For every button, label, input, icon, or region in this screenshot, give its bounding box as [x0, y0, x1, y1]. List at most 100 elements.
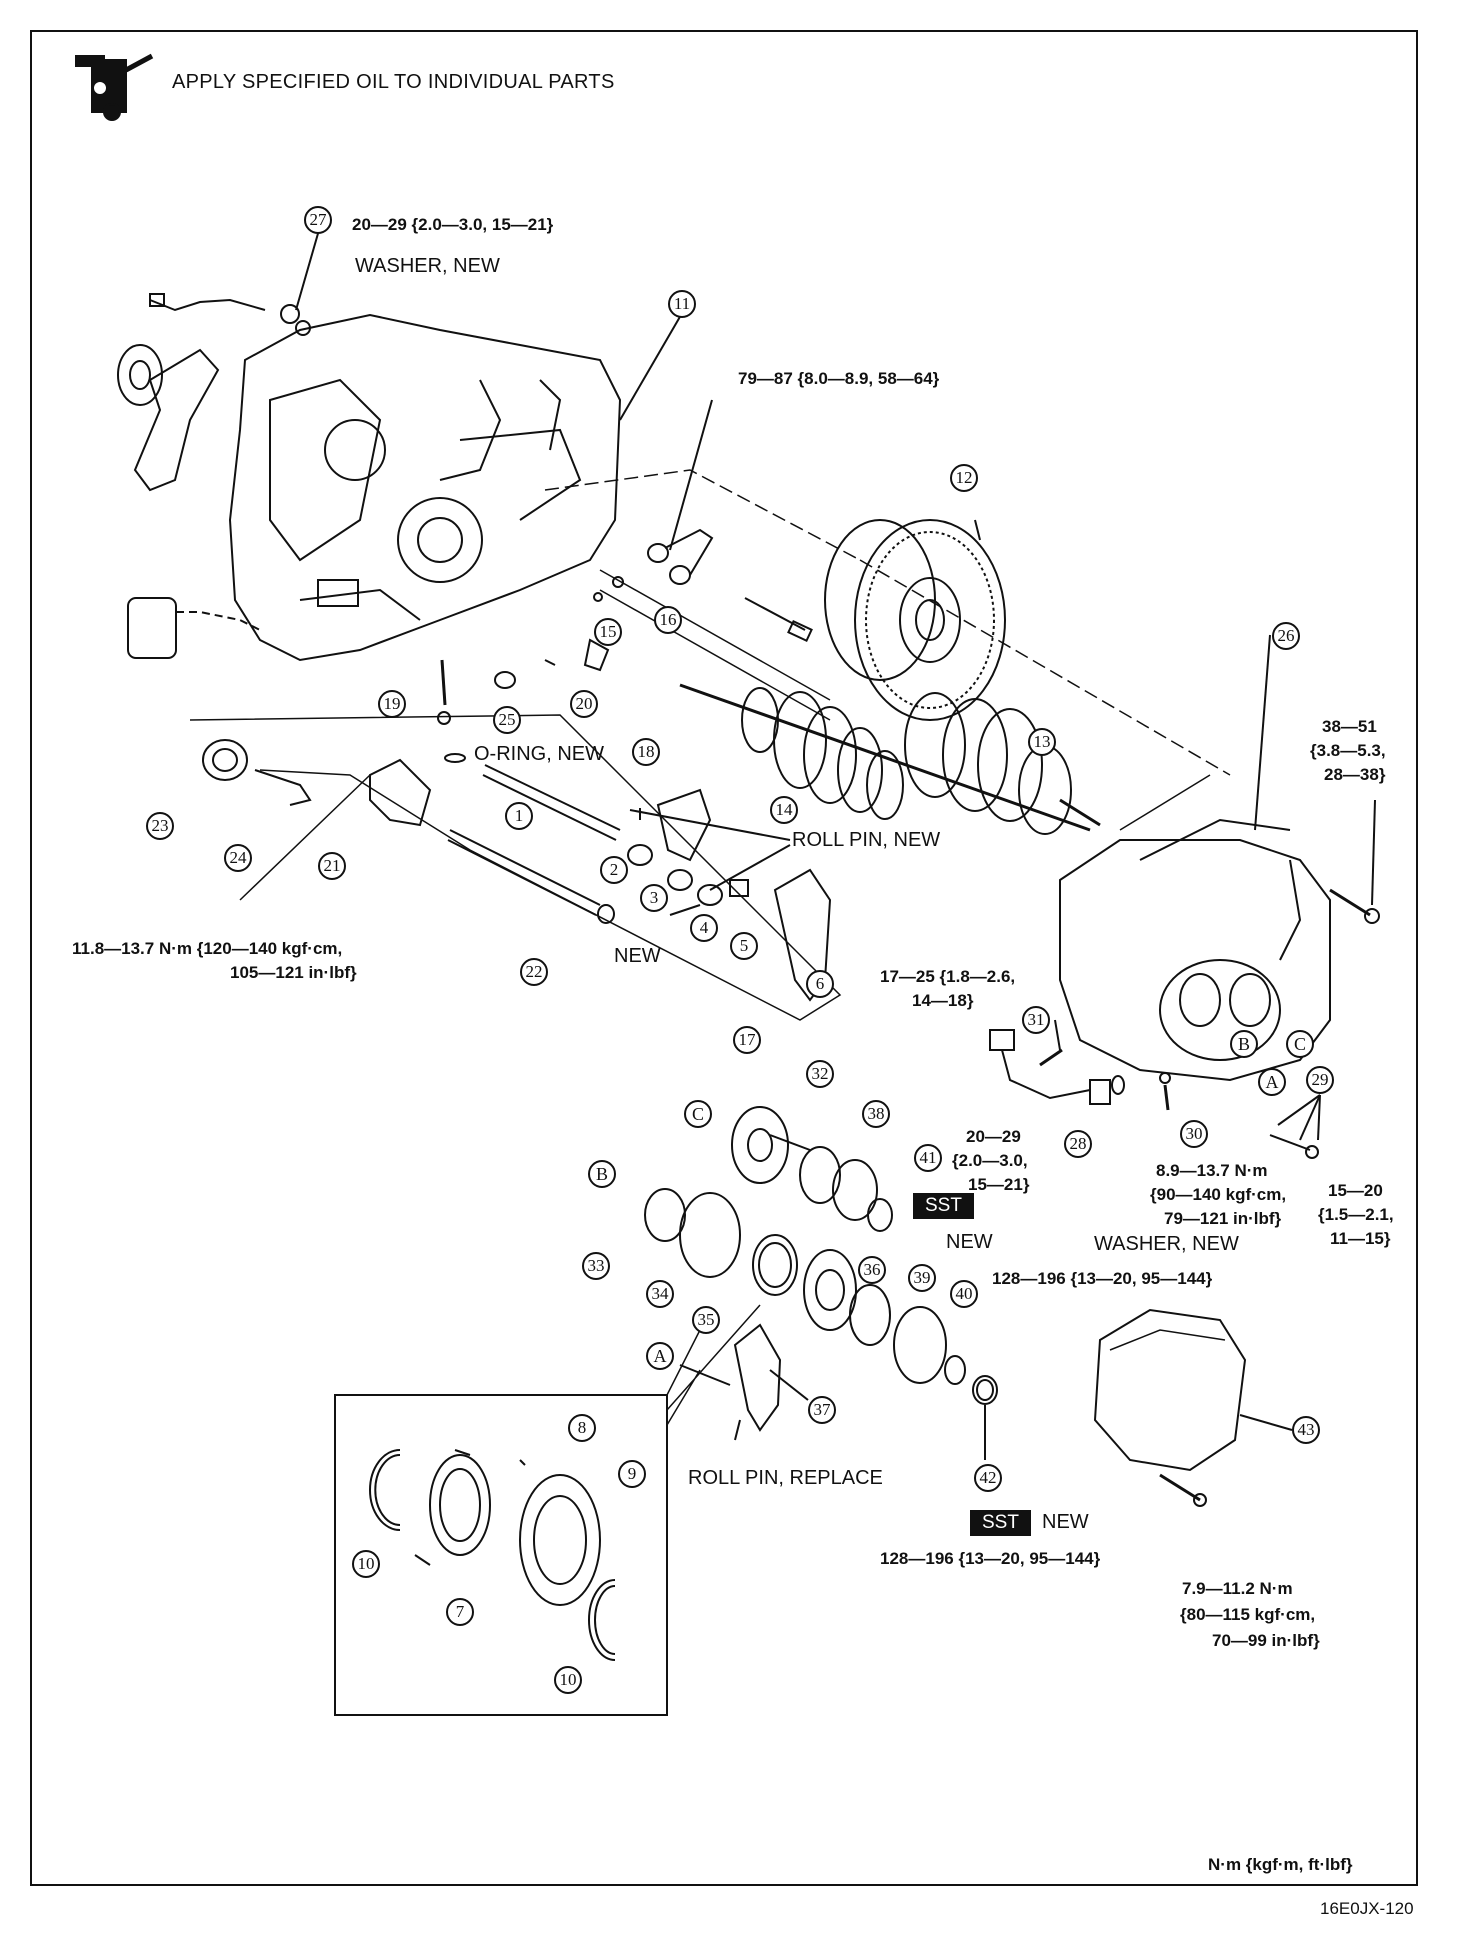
torque-label-41: 128—196 {13—20, 95—144} — [992, 1269, 1213, 1288]
callout-41: 41 — [914, 1144, 942, 1172]
torque-label-21-line2: 105—121 in·lbf} — [230, 963, 357, 982]
clutch-housing — [228, 313, 622, 662]
figure-code: 16E0JX-120 — [1320, 1899, 1414, 1918]
washer-new-label: WASHER, NEW — [355, 255, 500, 277]
callout-35: 35 — [692, 1306, 720, 1334]
callout-A-case: A — [1258, 1068, 1286, 1096]
callout-24: 24 — [224, 844, 252, 872]
torque-label-43-line2: {80—115 kgf·cm, — [1180, 1605, 1316, 1624]
callout-13: 13 — [1028, 728, 1056, 756]
callout-17: 17 — [733, 1026, 761, 1054]
callout-22: 22 — [520, 958, 548, 986]
callout-30: 30 — [1180, 1120, 1208, 1148]
callout-19: 19 — [378, 690, 406, 718]
boot — [127, 597, 177, 659]
shift-rod-lower — [447, 829, 615, 924]
callout-6: 6 — [806, 970, 834, 998]
o-ring-new-label: O-RING, NEW — [474, 743, 604, 765]
callout-3: 3 — [640, 884, 668, 912]
torque-label-27: 20—29 {2.0—3.0, 15—21} — [352, 215, 554, 234]
torque-label-43-line3: 70—99 in·lbf} — [1212, 1631, 1320, 1650]
torque-label-31-line1: 17—25 {1.8—2.6, — [880, 967, 1016, 986]
callout-28: 28 — [1064, 1130, 1092, 1158]
new-label-42: NEW — [1042, 1511, 1089, 1533]
torque-label-28-line1: 20—29 — [966, 1127, 1021, 1146]
callout-C-case: C — [1286, 1030, 1314, 1058]
callout-37: 37 — [808, 1396, 836, 1424]
callout-23: 23 — [146, 812, 174, 840]
callout-10-right: 10 — [554, 1666, 582, 1694]
callout-A-fork: A — [646, 1342, 674, 1370]
torque-label-29-line3: 11—15} — [1330, 1229, 1391, 1248]
sst-badge-42: SST — [970, 1510, 1031, 1536]
torque-label-30-line2: {90—140 kgf·cm, — [1150, 1185, 1287, 1204]
differential-ring-gear — [824, 519, 1006, 721]
callout-40: 40 — [950, 1280, 978, 1308]
callout-9: 9 — [618, 1460, 646, 1488]
units-note: N·m {kgf·m, ft·lbf} — [1208, 1855, 1353, 1874]
end-cover — [1093, 1308, 1247, 1472]
callout-C-gear: C — [684, 1100, 712, 1128]
callout-27: 27 — [304, 206, 332, 234]
callout-31: 31 — [1022, 1006, 1050, 1034]
sst-badge-41: SST — [913, 1193, 974, 1219]
roll-pin-new-label: ROLL PIN, NEW — [792, 829, 941, 851]
torque-label-43-line1: 7.9—11.2 N·m — [1182, 1579, 1293, 1598]
washer-new-label-28: WASHER, NEW — [1094, 1233, 1239, 1255]
torque-label-26-line3: 28—38} — [1324, 765, 1386, 784]
oil-bracket — [647, 399, 813, 642]
callout-43: 43 — [1292, 1416, 1320, 1444]
callout-5: 5 — [730, 932, 758, 960]
torque-label-26-line2: {3.8—5.3, — [1310, 741, 1386, 760]
new-label-22: NEW — [614, 945, 661, 967]
torque-label-21-line1: 11.8—13.7 N·m {120—140 kgf·cm, — [72, 939, 343, 958]
torque-label-42: 128—196 {13—20, 95—144} — [880, 1549, 1101, 1568]
oil-can-icon — [75, 53, 154, 121]
callout-25: 25 — [493, 706, 521, 734]
callout-34: 34 — [646, 1280, 674, 1308]
callout-18: 18 — [632, 738, 660, 766]
callout-B-gear: B — [588, 1160, 616, 1188]
callout-42: 42 — [974, 1464, 1002, 1492]
synchronizer-inset — [334, 1304, 761, 1716]
torque-label-29-line1: 15—20 — [1328, 1181, 1383, 1200]
callout-36: 36 — [858, 1256, 886, 1284]
torque-label-bracket: 79—87 {8.0—8.9, 58—64} — [738, 369, 940, 388]
roll-pin-replace-label: ROLL PIN, REPLACE — [688, 1467, 883, 1489]
torque-label-26-line1: 38—51 — [1322, 717, 1377, 736]
lower-gear-train — [644, 1106, 998, 1405]
sensor-wire — [149, 298, 266, 312]
callout-8: 8 — [568, 1414, 596, 1442]
callout-38: 38 — [862, 1100, 890, 1128]
release-fork — [117, 344, 220, 492]
callout-10-left: 10 — [352, 1550, 380, 1578]
callout-29: 29 — [1306, 1066, 1334, 1094]
shift-fork-upper — [656, 788, 712, 862]
shift-fork-37 — [733, 1323, 782, 1432]
callout-16: 16 — [654, 606, 682, 634]
callout-2: 2 — [600, 856, 628, 884]
transmission-case — [1059, 634, 1331, 1082]
page-title: APPLY SPECIFIED OIL TO INDIVIDUAL PARTS — [172, 71, 615, 93]
callout-20: 20 — [570, 690, 598, 718]
callout-26: 26 — [1272, 622, 1300, 650]
callout-21: 21 — [318, 852, 346, 880]
new-label-41: NEW — [946, 1231, 993, 1253]
shift-rod — [482, 764, 621, 841]
callout-1: 1 — [505, 802, 533, 830]
torque-label-30-line3: 79—121 in·lbf} — [1164, 1209, 1282, 1228]
callout-33: 33 — [582, 1252, 610, 1280]
callout-15: 15 — [594, 618, 622, 646]
callout-39: 39 — [908, 1264, 936, 1292]
torque-label-28-line2: {2.0—3.0, — [952, 1151, 1028, 1170]
torque-label-30-line1: 8.9—13.7 N·m — [1156, 1161, 1268, 1180]
callout-7: 7 — [446, 1598, 474, 1626]
callout-4: 4 — [690, 914, 718, 942]
callout-11: 11 — [668, 290, 696, 318]
callout-32: 32 — [806, 1060, 834, 1088]
torque-label-31-line2: 14—18} — [912, 991, 974, 1010]
callout-14: 14 — [770, 796, 798, 824]
diagram-frame — [30, 30, 1418, 1886]
torque-label-28-line3: 15—21} — [968, 1175, 1030, 1194]
